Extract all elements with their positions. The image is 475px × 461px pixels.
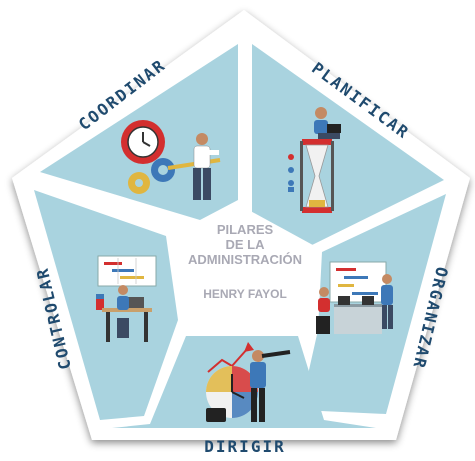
center-title-line1: PILARES <box>217 222 274 237</box>
wall-chart-icon <box>98 256 156 286</box>
label-dirigir: DIRIGIR <box>204 437 285 456</box>
center-title-line3: ADMINISTRACIÓN <box>188 252 302 267</box>
center-title-line2: DE LA <box>226 237 266 252</box>
blue-gear-icon <box>151 158 175 182</box>
svg-text:DIRIGIR: DIRIGIR <box>204 437 285 456</box>
center-author: HENRY FAYOL <box>203 287 287 301</box>
briefcase-icon <box>206 408 226 422</box>
clock-gear-icon <box>121 120 165 164</box>
yellow-gear-icon <box>128 172 150 194</box>
